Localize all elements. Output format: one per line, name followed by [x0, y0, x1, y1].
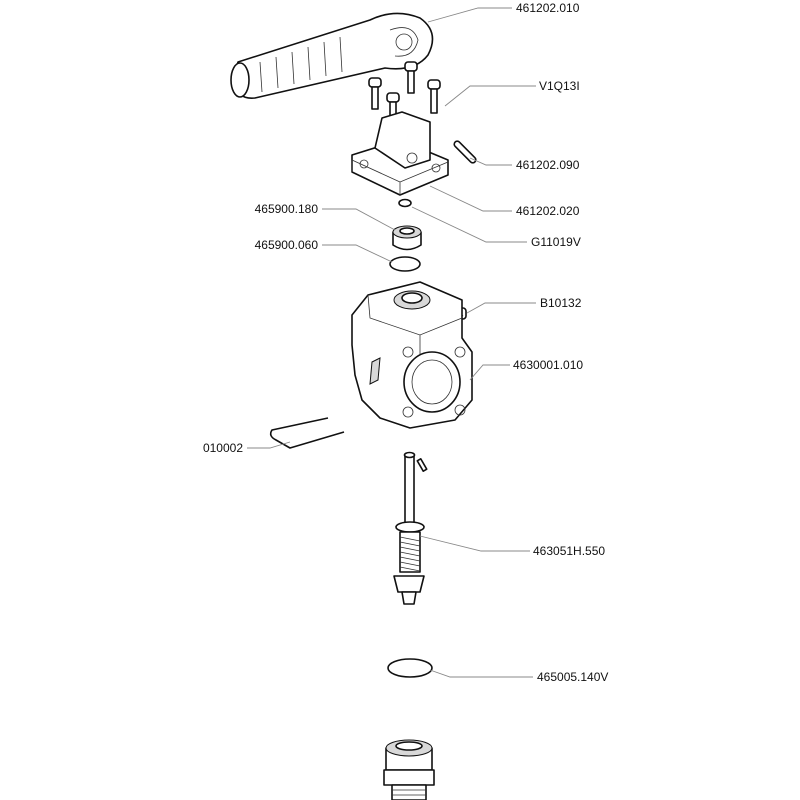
part-label-plug: B10132	[540, 296, 582, 310]
part-label-handle: 461202.010	[516, 1, 580, 15]
part-label-screws: V1Q13I	[539, 79, 580, 93]
part-label-cap-oring: 465900.060	[255, 238, 319, 252]
leader-lines	[247, 7, 536, 678]
bracket-part	[351, 111, 449, 196]
part-label-valve-body: 4630001.010	[513, 358, 583, 372]
screws-part	[368, 61, 441, 129]
clip-part	[269, 417, 345, 449]
part-label-stem: 463051H.550	[533, 544, 605, 558]
cap-oring-part	[389, 256, 421, 272]
fitting-part	[383, 739, 435, 800]
part-label-small-oring: G11019V	[531, 235, 581, 249]
valve-body-part	[351, 281, 473, 429]
handle-part	[230, 12, 434, 99]
cap-part	[392, 225, 422, 251]
part-label-cap: 465900.180	[255, 202, 319, 216]
pin-part	[453, 140, 477, 164]
part-label-pin: 461202.090	[516, 158, 580, 172]
part-label-bracket: 461202.020	[516, 204, 580, 218]
part-label-clip: 010002	[203, 441, 243, 455]
bottom-oring-part	[387, 658, 433, 678]
part-label-bottom-oring: 465005.140V	[537, 670, 608, 684]
small-oring-part	[398, 198, 412, 208]
stem-part	[393, 451, 428, 605]
